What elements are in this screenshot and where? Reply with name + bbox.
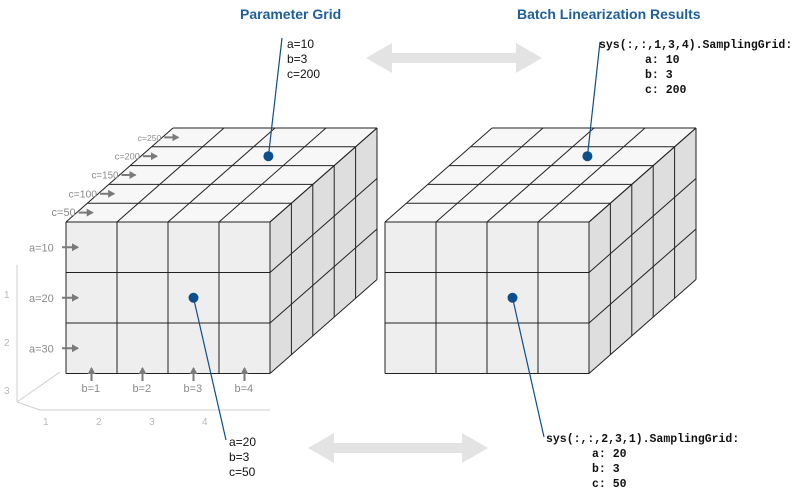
callout-top-left-c: c=200 xyxy=(287,67,321,81)
leader-bottom-left-dot xyxy=(188,292,199,303)
c-label: c=250 xyxy=(138,133,162,143)
right-cube-side-depthline xyxy=(588,127,697,223)
right-cube-top-depthline xyxy=(537,127,646,223)
left-cube-side-depthline xyxy=(269,127,378,223)
callout-top-right-head: sys(:,:,1,3,4).SamplingGrid: xyxy=(599,39,793,52)
left-cube-top-depthline xyxy=(167,127,276,223)
callout-bottom-right-head: sys(:,:,2,3,1).SamplingGrid: xyxy=(546,433,740,446)
title-parameter-grid: Parameter Grid xyxy=(240,6,342,22)
callout-top-right-a: a: 10 xyxy=(645,54,680,67)
index-col-label: 3 xyxy=(149,417,155,428)
leader-bottom-left-line xyxy=(192,297,227,441)
left-cube-top-depthline xyxy=(116,127,225,223)
callout-bottom-right-a: a: 20 xyxy=(592,448,627,461)
right-cube-side-depthline xyxy=(588,178,697,273)
parameter-grid-cube xyxy=(65,127,378,374)
c-label: c=50 xyxy=(52,207,76,219)
right-cube-top-depthline xyxy=(435,127,544,223)
parameter-labels: a=10 a=20 a=30 b=1 b=2 b=3 b=4 c=50 c=100 c=150 c=… xyxy=(29,133,253,395)
left-cube-side-depthline xyxy=(269,178,378,273)
callout-top-left: a=10 b=3 c=200 xyxy=(287,37,320,82)
leader-top-left-dot xyxy=(263,151,274,162)
b-label: b=2 xyxy=(133,383,152,395)
index-col-label: 2 xyxy=(96,417,102,428)
double-arrow-bottom xyxy=(308,433,488,463)
c-label: c=200 xyxy=(115,152,140,162)
callout-top-left-b: b=3 xyxy=(287,52,308,66)
a-label: a=10 xyxy=(29,242,54,254)
b-label: b=1 xyxy=(82,383,101,395)
index-row-label: 2 xyxy=(4,338,10,349)
index-col-label: 1 xyxy=(43,417,49,428)
callout-bottom-left-a: a=20 xyxy=(229,435,257,449)
leader-bottom-right-dot xyxy=(507,292,518,303)
index-row-label: 3 xyxy=(4,386,10,397)
callout-bottom-right: sys(:,:,2,3,1).SamplingGrid: a: 20 b: 3 … xyxy=(546,432,739,492)
callout-top-right-c: c: 200 xyxy=(645,84,687,97)
callout-top-left-a: a=10 xyxy=(287,37,315,51)
b-label: b=4 xyxy=(235,383,254,395)
callout-leaders xyxy=(188,37,601,441)
c-label: c=150 xyxy=(92,171,120,182)
a-label: a=30 xyxy=(29,343,54,355)
callout-top-right-b: b: 3 xyxy=(645,69,673,82)
index-row-label: 1 xyxy=(4,290,10,301)
callout-bottom-left: a=20 b=3 c=50 xyxy=(229,435,256,480)
callout-bottom-right-c: c: 50 xyxy=(592,478,627,491)
right-cube-side-depthline xyxy=(588,279,697,374)
a-label: a=20 xyxy=(29,293,54,305)
left-cube-top-depthline xyxy=(65,127,174,223)
index-col-label: 4 xyxy=(202,417,208,428)
leader-bottom-right-line xyxy=(511,297,545,438)
index-labels: 1 2 3 1 2 3 4 xyxy=(4,290,208,428)
left-cube-side-depthline xyxy=(269,228,378,324)
left-cube-top-depthline xyxy=(218,127,327,223)
left-cube-side-face xyxy=(270,128,377,374)
b-label: b=3 xyxy=(184,383,203,395)
callout-top-right: sys(:,:,1,3,4).SamplingGrid: a: 10 b: 3 … xyxy=(599,38,792,98)
index-axes xyxy=(16,265,270,411)
leader-top-right-line xyxy=(586,41,601,157)
double-arrows xyxy=(308,43,542,463)
title-batch-results: Batch Linearization Results xyxy=(517,6,701,22)
callout-bottom-left-c: c=50 xyxy=(229,465,256,479)
right-cube-top-depthline xyxy=(384,127,493,223)
right-cube-side-depthline xyxy=(588,228,697,324)
double-arrow-top xyxy=(366,43,542,73)
left-cube-side-depthline xyxy=(269,279,378,374)
right-cube-side-face xyxy=(589,128,696,374)
callout-bottom-left-b: b=3 xyxy=(229,450,250,464)
right-cube-top-depthline xyxy=(486,127,595,223)
callout-bottom-right-b: b: 3 xyxy=(592,463,620,476)
leader-top-right-dot xyxy=(582,151,593,162)
leader-top-left-line xyxy=(267,37,283,157)
results-cube xyxy=(384,127,697,374)
c-label: c=100 xyxy=(68,189,97,200)
